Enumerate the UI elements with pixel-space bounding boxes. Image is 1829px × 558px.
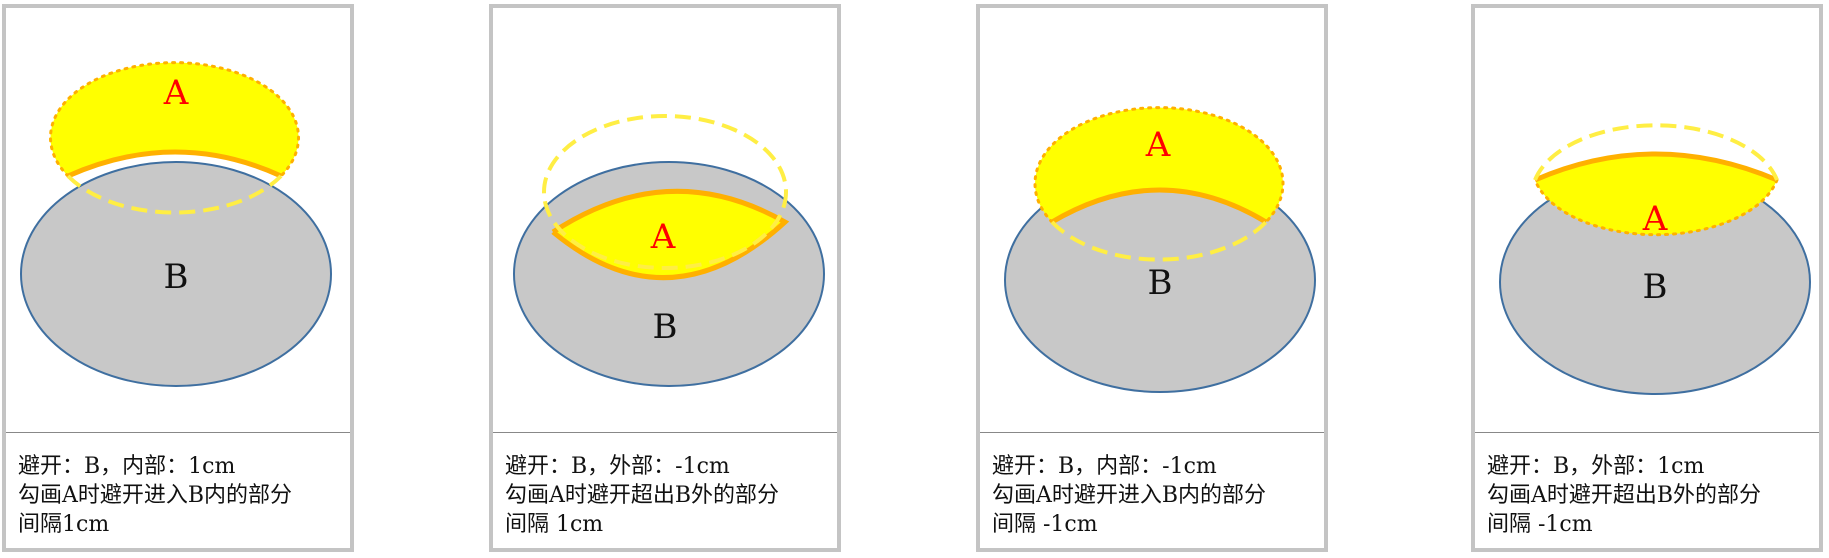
- region-a-dotted-edge: [1033, 106, 1285, 224]
- caption: 避开：B，外部：-1cm 勾画A时避开超出B外的部分间隔 1cm: [505, 452, 779, 539]
- region-a-orange-edge: [551, 188, 790, 281]
- caption-line-1: 避开：B，外部：-1cm: [505, 454, 730, 479]
- panel-2: A B 避开：B，外部：-1cm 勾画A时避开超出B外的部分间隔 1cm: [489, 4, 841, 552]
- ellipse-a-dashed-outline: [1050, 220, 1268, 262]
- diagram-4: A B: [1499, 123, 1811, 395]
- caption: 避开：B，内部：1cm 勾画A时避开进入B内的部分间隔1cm: [18, 452, 292, 539]
- caption-line-3: 间隔 1cm: [505, 512, 604, 537]
- label-b: B: [653, 307, 678, 347]
- region-a-orange-edge: [1050, 187, 1268, 225]
- caption: 避开：B，外部：1cm 勾画A时避开超出B外的部分间隔 -1cm: [1487, 452, 1761, 539]
- diagram-2: A B: [513, 114, 825, 387]
- region-a-orange-edge: [66, 149, 283, 179]
- label-b: B: [164, 257, 189, 297]
- ellipse-a-dashed-outline: [66, 174, 283, 215]
- label-a: A: [1642, 199, 1668, 239]
- caption-line-3: 间隔1cm: [18, 512, 110, 537]
- region-a: [50, 62, 299, 176]
- caption-line-2: 勾画A时避开进入B内的部分: [18, 483, 293, 508]
- caption-line-2: 勾画A时避开进入B内的部分: [992, 483, 1267, 508]
- label-a: A: [1145, 125, 1171, 165]
- caption-divider: [6, 432, 350, 433]
- ellipse-b: [20, 161, 332, 387]
- panel-1: A B 避开：B，内部：1cm 勾画A时避开进入B内的部分间隔1cm: [2, 4, 354, 552]
- label-b: B: [1148, 263, 1173, 303]
- region-a: [1535, 154, 1777, 235]
- panel-4: A B 避开：B，外部：1cm 勾画A时避开超出B外的部分间隔 -1cm: [1471, 4, 1823, 552]
- region-a-orange-edge: [1534, 151, 1778, 183]
- label-a: A: [650, 217, 676, 257]
- caption-line-1: 避开：B，内部：-1cm: [992, 454, 1217, 479]
- region-a: [1035, 107, 1283, 222]
- diagram-1: A B: [20, 61, 332, 387]
- caption-line-1: 避开：B，外部：1cm: [1487, 454, 1705, 479]
- panel-3: A B 避开：B，内部：-1cm 勾画A时避开进入B内的部分间隔 -1cm: [976, 4, 1328, 552]
- caption-divider: [1475, 432, 1819, 433]
- region-a-dotted-edge: [49, 61, 300, 178]
- region-a-dotted-edge: [1533, 178, 1779, 237]
- caption-line-2: 勾画A时避开超出B外的部分: [1487, 483, 1762, 508]
- ellipse-a-dashed-outline: [542, 114, 788, 270]
- caption-divider: [493, 432, 837, 433]
- ellipse-a-dashed-outline: [1533, 123, 1779, 181]
- label-b: B: [1643, 267, 1668, 307]
- caption-line-2: 勾画A时避开超出B外的部分: [505, 483, 780, 508]
- caption-line-3: 间隔 -1cm: [1487, 512, 1593, 537]
- diagram-3: A B: [1004, 106, 1316, 393]
- caption: 避开：B，内部：-1cm 勾画A时避开进入B内的部分间隔 -1cm: [992, 452, 1266, 539]
- caption-line-3: 间隔 -1cm: [992, 512, 1098, 537]
- caption-line-1: 避开：B，内部：1cm: [18, 454, 236, 479]
- label-a: A: [163, 73, 189, 113]
- caption-divider: [980, 432, 1324, 433]
- region-a: [553, 191, 785, 278]
